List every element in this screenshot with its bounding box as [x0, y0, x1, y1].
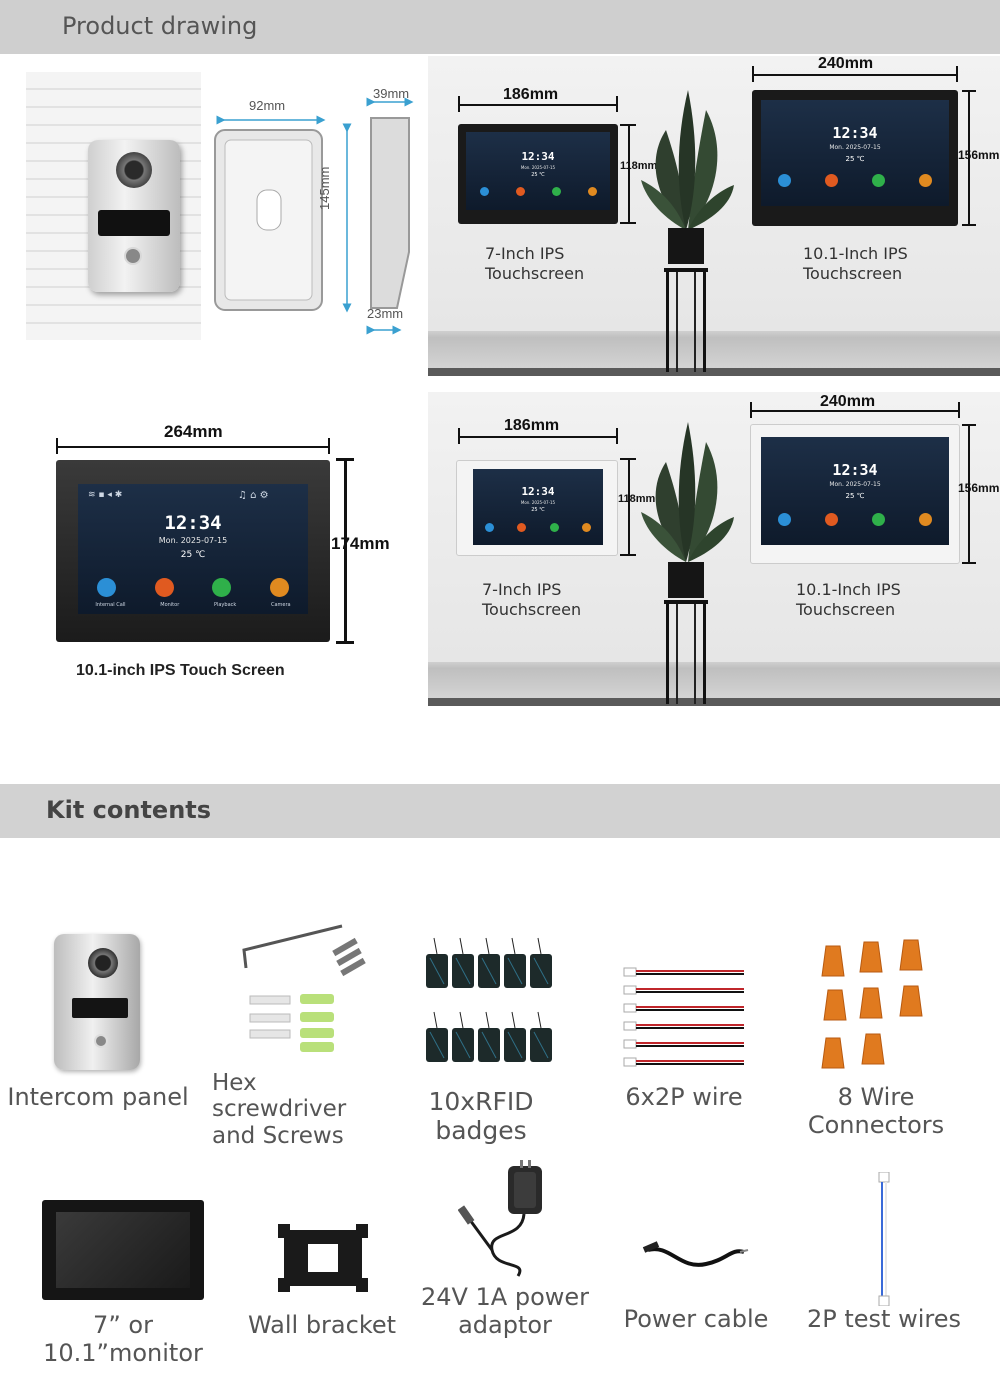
screen-10-inch-large: ≋ ▪ ◂ ✱ ♫ ⌂ ⚙ 12:34 Mon. 2025-07-15 25 ℃… [56, 460, 330, 642]
kit-label-wire-connectors: 8 Wire Connectors [807, 1083, 945, 1139]
panel-technical-drawing: 92mm 145mm 39mm 23mm [201, 72, 427, 340]
kit-wall-bracket-image [278, 1224, 368, 1292]
kit-label-power-cable: Power cable [623, 1305, 769, 1333]
row1-large-caption-1: 10.1-Inch IPS [803, 244, 908, 263]
kit-rfid-badges-image [426, 937, 552, 1062]
row2-small-caption-2: Touchscreen [482, 600, 582, 619]
panel-depth-label: 39mm [373, 86, 410, 101]
kit-intercom-panel-image [54, 934, 140, 1070]
panel-height-label: 145mm [317, 166, 332, 210]
large-screen-height: 174mm [331, 534, 390, 553]
row2-large-height: 156mm [958, 481, 1000, 495]
screen-date: Mon. 2025-07-15 [829, 144, 881, 151]
row2-small-caption-1: 7-Inch IPS [482, 580, 562, 599]
kit-power-cable-image [642, 1241, 749, 1267]
screen-time: 12:34 [521, 150, 555, 163]
section-header-product-drawing: Product drawing [0, 0, 1000, 54]
app-label-playback: Playback [213, 602, 237, 608]
row2-small-width: 186mm [504, 417, 560, 434]
kit-power-adaptor-image [458, 1160, 542, 1277]
kit-monitor-image [42, 1200, 204, 1300]
screen-time: 12:34 [832, 124, 878, 142]
kit-label-power-adaptor: 24V 1A power adaptor [420, 1283, 590, 1339]
row2-small-height: 118mm [618, 493, 656, 505]
screen-topright-icons: ♫ ⌂ ⚙ [238, 490, 269, 501]
screen-status-icons: ≋ ▪ ◂ ✱ [88, 490, 123, 500]
screen-10-inch-row1: 12:34 Mon. 2025-07-15 25 ℃ [752, 90, 958, 226]
app-label-camera: Camera [270, 602, 291, 608]
row1-large-width: 240mm [818, 55, 874, 72]
kit-label-wall-bracket: Wall bracket [247, 1311, 397, 1339]
kit-screwdriver-screws-image [242, 924, 366, 1052]
row1-small-width: 186mm [503, 86, 559, 103]
screen-temp: 25 ℃ [531, 172, 545, 178]
kit-label-test-wires: 2P test wires [807, 1305, 961, 1333]
screen-date: Mon. 2025-07-15 [158, 536, 228, 545]
row2-large-caption-1: 10.1-Inch IPS [796, 580, 901, 599]
row1-large-caption-2: Touchscreen [803, 264, 903, 283]
screen-date: Mon. 2025-07-15 [520, 165, 556, 170]
internal-call-icon [97, 578, 117, 597]
kit-label-2p-wire: 6x2P wire [625, 1083, 743, 1111]
screen-date: Mon. 2025-07-15 [520, 500, 556, 505]
row1-large-height: 156mm [958, 148, 1000, 162]
kit-test-wires-image [878, 1172, 890, 1306]
screen-7-inch-row1: 12:34 Mon. 2025-07-15 25 ℃ [458, 124, 618, 224]
screen-temp: 25 ℃ [845, 155, 865, 163]
row1-small-height: 118mm [620, 160, 658, 172]
kit-label-rfid-badges: 10xRFID badges [428, 1087, 534, 1145]
screen-temp: 25 ℃ [180, 550, 206, 560]
kit-2p-wire-image [623, 967, 744, 1067]
intercom-panel-photo [26, 72, 201, 340]
row1-small-caption-1: 7-Inch IPS [485, 244, 565, 263]
screen-time: 12:34 [832, 461, 878, 479]
panel-width-label: 92mm [249, 98, 286, 113]
row2-large-caption-2: Touchscreen [796, 600, 896, 619]
screen-date: Mon. 2025-07-15 [829, 481, 881, 488]
screen-time: 12:34 [521, 485, 555, 498]
kit-label-screwdriver-screws: Hex screwdriver and Screws [212, 1070, 347, 1149]
app-label-monitor: Monitor [160, 602, 180, 608]
screen-10-inch-white-row2: 12:34 Mon. 2025-07-15 25 ℃ [750, 424, 960, 564]
screen-7-inch-white-row2: 12:34 Mon. 2025-07-15 25 ℃ [456, 460, 618, 556]
plant-stand-row2 [641, 422, 734, 704]
kit-wire-connectors-image [821, 939, 923, 1069]
section-header-kit-contents: Kit contents [0, 784, 1000, 838]
screen-temp: 25 ℃ [845, 492, 865, 500]
app-label-internal-call: Internal Call [95, 602, 126, 608]
kit-label-intercom-panel: Intercom panel [7, 1083, 189, 1111]
large-screen-width: 264mm [164, 422, 223, 441]
large-screen-caption: 10.1-inch IPS Touch Screen [76, 662, 285, 679]
screen-temp: 25 ℃ [531, 507, 545, 513]
panel-dimension-svg [214, 97, 414, 335]
section-title: Kit contents [46, 796, 212, 824]
screen-time: 12:34 [164, 512, 222, 534]
panel-base-label: 23mm [367, 306, 404, 321]
camera-icon [269, 578, 289, 597]
monitor-icon [154, 578, 174, 597]
plant-stand-row1 [641, 90, 734, 372]
row1-small-caption-2: Touchscreen [485, 264, 585, 283]
section-title: Product drawing [62, 12, 258, 40]
kit-label-monitor: 7” or 10.1”monitor [43, 1311, 203, 1367]
row2-large-width: 240mm [820, 393, 876, 410]
playback-icon [212, 578, 232, 597]
